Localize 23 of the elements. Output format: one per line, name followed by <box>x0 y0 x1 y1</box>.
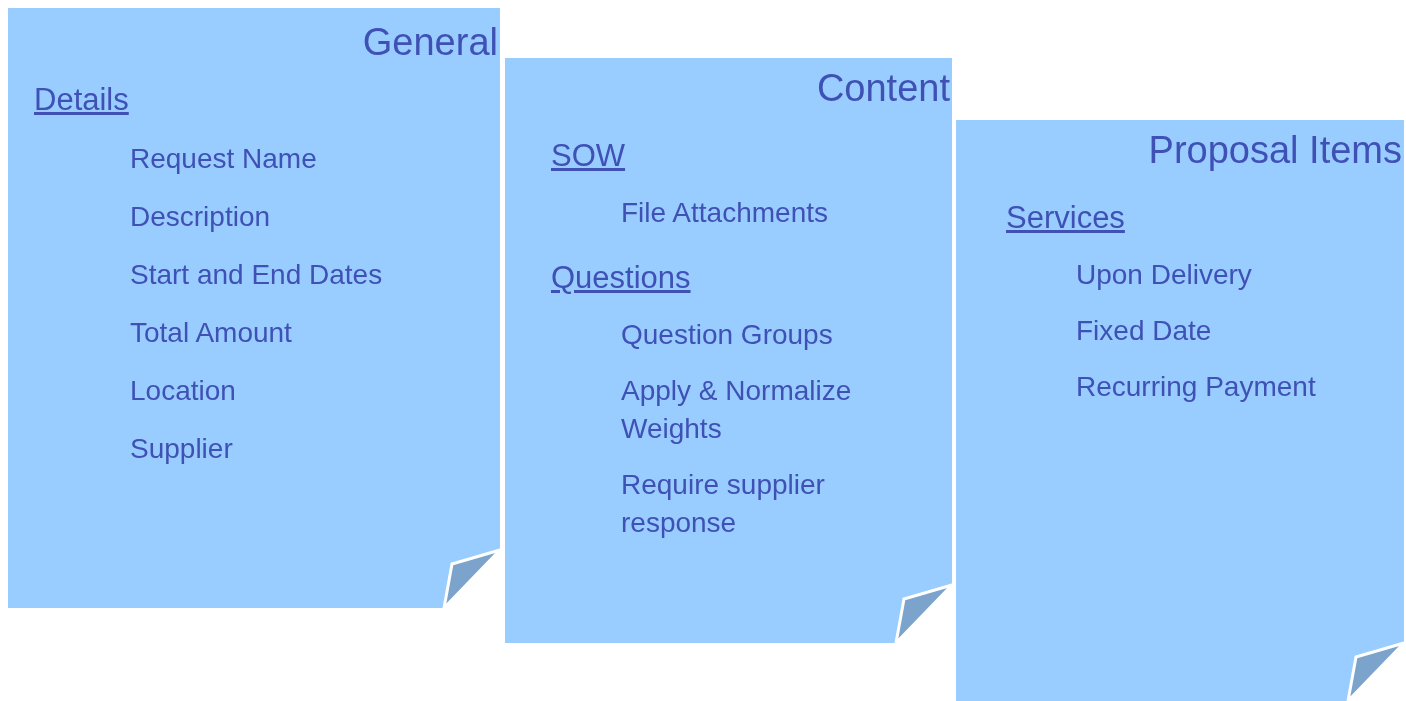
item-text: File Attachments <box>621 196 828 230</box>
item-text: Supplier <box>130 432 233 466</box>
note-card <box>956 120 1406 701</box>
item-text: Fixed Date <box>1076 314 1212 348</box>
item-text: Recurring Payment <box>1076 370 1316 404</box>
section-heading: Services <box>1006 199 1125 237</box>
item-text: Apply & Normalize Weights <box>621 374 853 446</box>
card-title: General <box>361 20 498 64</box>
item-text: Total Amount <box>130 316 292 350</box>
item-text: Request Name <box>130 142 317 176</box>
note-card <box>8 8 502 608</box>
section-heading: Questions <box>551 259 691 297</box>
section-heading: Details <box>34 81 129 119</box>
card-title: Proposal Items <box>1147 128 1402 172</box>
item-text: Require supplier response <box>621 468 826 540</box>
item-text: Start and End Dates <box>130 258 383 292</box>
item-text: Description <box>130 200 271 234</box>
section-heading: SOW <box>551 137 626 175</box>
item-text: Upon Delivery <box>1076 258 1252 292</box>
card-title: Content <box>815 66 950 110</box>
note-card <box>505 58 954 643</box>
item-text: Question Groups <box>621 318 833 352</box>
item-text: Location <box>130 374 236 408</box>
